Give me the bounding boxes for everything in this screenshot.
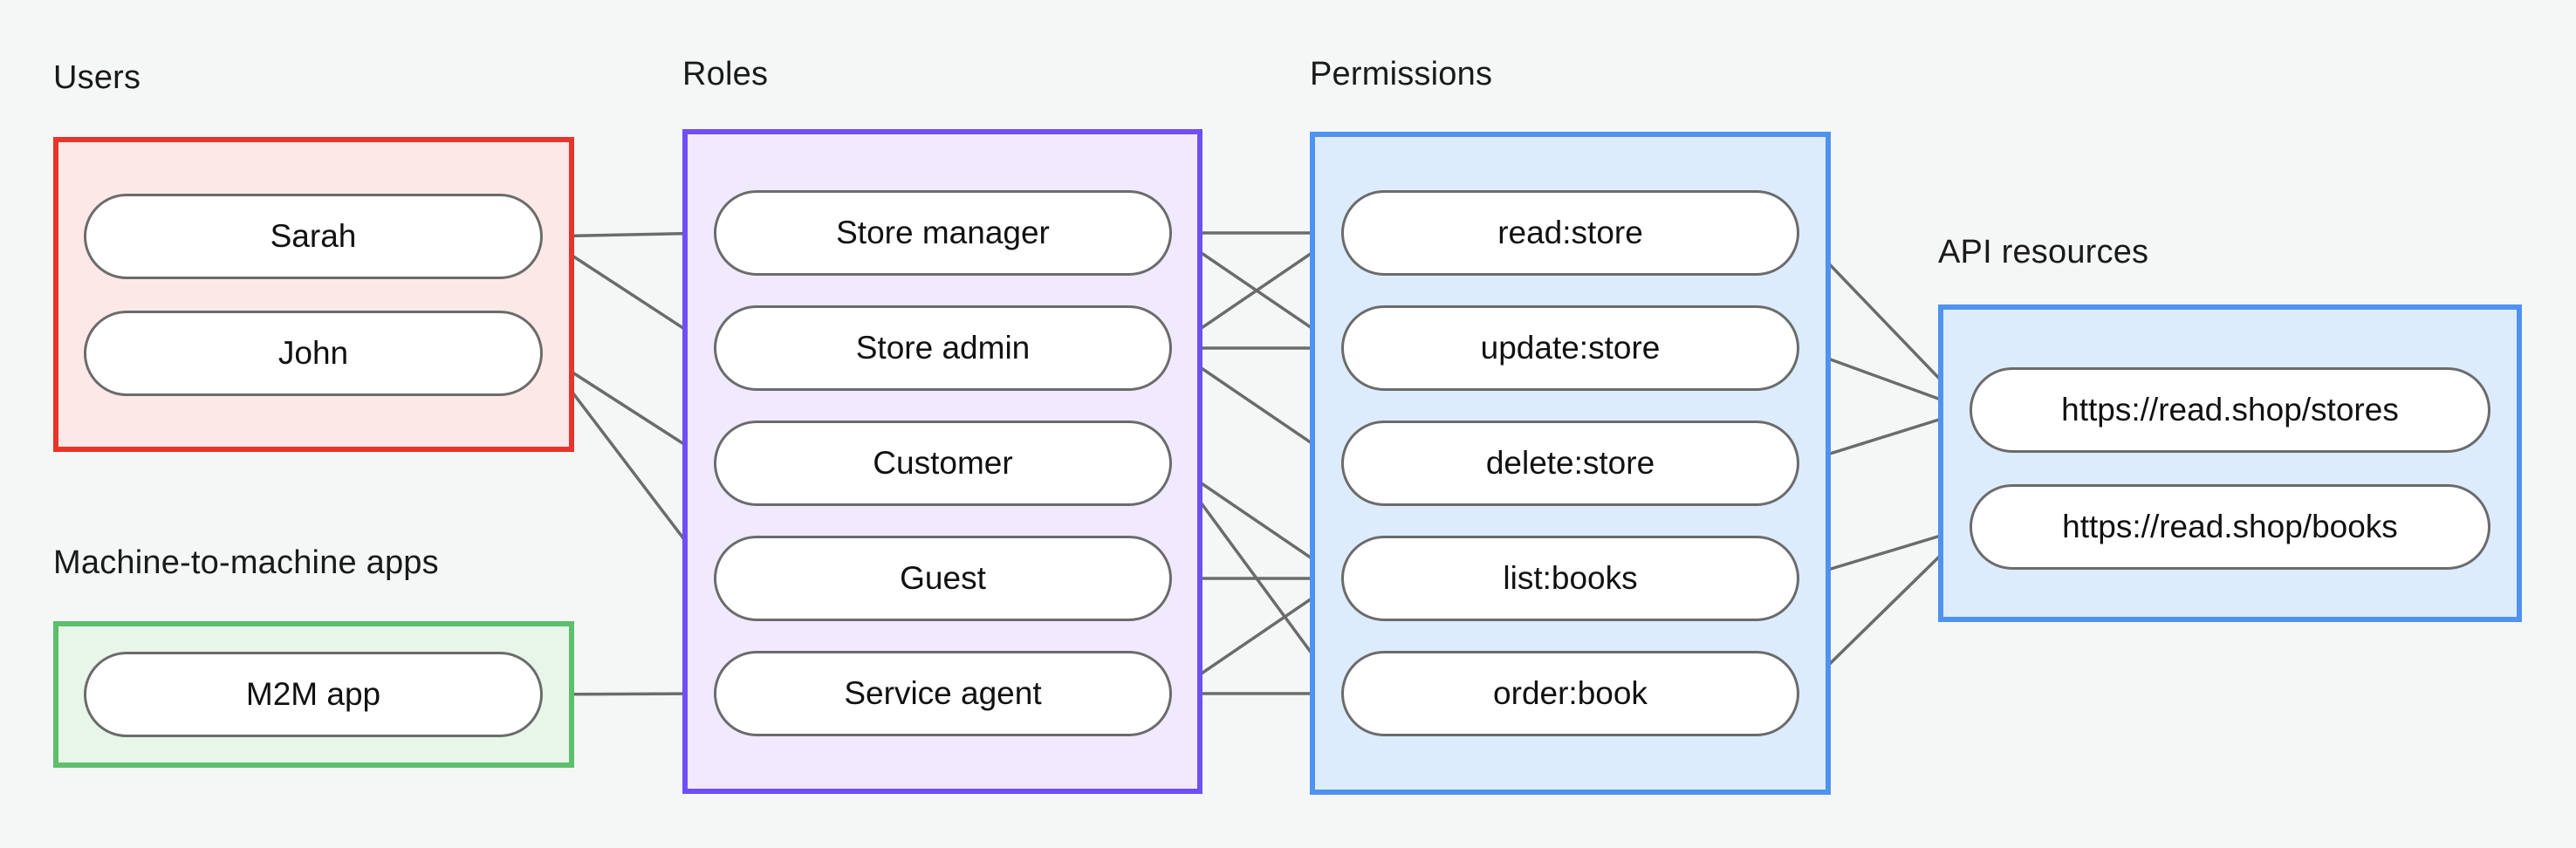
- node-label: order:book: [1493, 675, 1648, 711]
- node-label: M2M app: [245, 676, 381, 712]
- node-res-books[interactable]: https://read.shop/books: [1970, 484, 2490, 570]
- group-box-users: [53, 137, 574, 452]
- node-label: delete:store: [1485, 445, 1655, 481]
- node-list-books[interactable]: list:books: [1341, 536, 1799, 621]
- node-label: Guest: [900, 560, 986, 596]
- node-guest[interactable]: Guest: [714, 536, 1172, 621]
- node-read-store[interactable]: read:store: [1341, 190, 1799, 276]
- node-sarah[interactable]: Sarah: [84, 194, 543, 279]
- node-label: Service agent: [844, 675, 1042, 711]
- group-label-api-resources: API resources: [1938, 234, 2149, 270]
- node-label: Customer: [873, 445, 1013, 481]
- node-label: https://read.shop/stores: [2061, 392, 2399, 427]
- node-service-agent[interactable]: Service agent: [714, 651, 1172, 736]
- node-label: read:store: [1497, 215, 1643, 250]
- node-m2m-app[interactable]: M2M app: [84, 652, 543, 737]
- node-label: Store admin: [855, 330, 1031, 366]
- node-label: list:books: [1503, 560, 1638, 596]
- node-res-stores[interactable]: https://read.shop/stores: [1970, 367, 2490, 453]
- node-order-book[interactable]: order:book: [1341, 651, 1799, 736]
- node-store-admin[interactable]: Store admin: [714, 305, 1172, 391]
- group-box-api-resources: [1938, 304, 2522, 622]
- group-label-users: Users: [53, 59, 141, 96]
- group-label-m2m: Machine-to-machine apps: [53, 544, 439, 581]
- node-delete-store[interactable]: delete:store: [1341, 421, 1799, 506]
- node-label: https://read.shop/books: [2062, 509, 2398, 544]
- group-label-roles: Roles: [682, 56, 769, 92]
- node-label: Sarah: [270, 218, 357, 254]
- node-john[interactable]: John: [84, 311, 543, 396]
- node-label: Store manager: [836, 215, 1050, 250]
- node-label: John: [277, 335, 349, 371]
- node-update-store[interactable]: update:store: [1341, 305, 1799, 391]
- node-customer[interactable]: Customer: [714, 421, 1172, 506]
- group-label-permissions: Permissions: [1310, 56, 1493, 92]
- node-store-manager[interactable]: Store manager: [714, 190, 1172, 276]
- node-label: update:store: [1480, 330, 1661, 366]
